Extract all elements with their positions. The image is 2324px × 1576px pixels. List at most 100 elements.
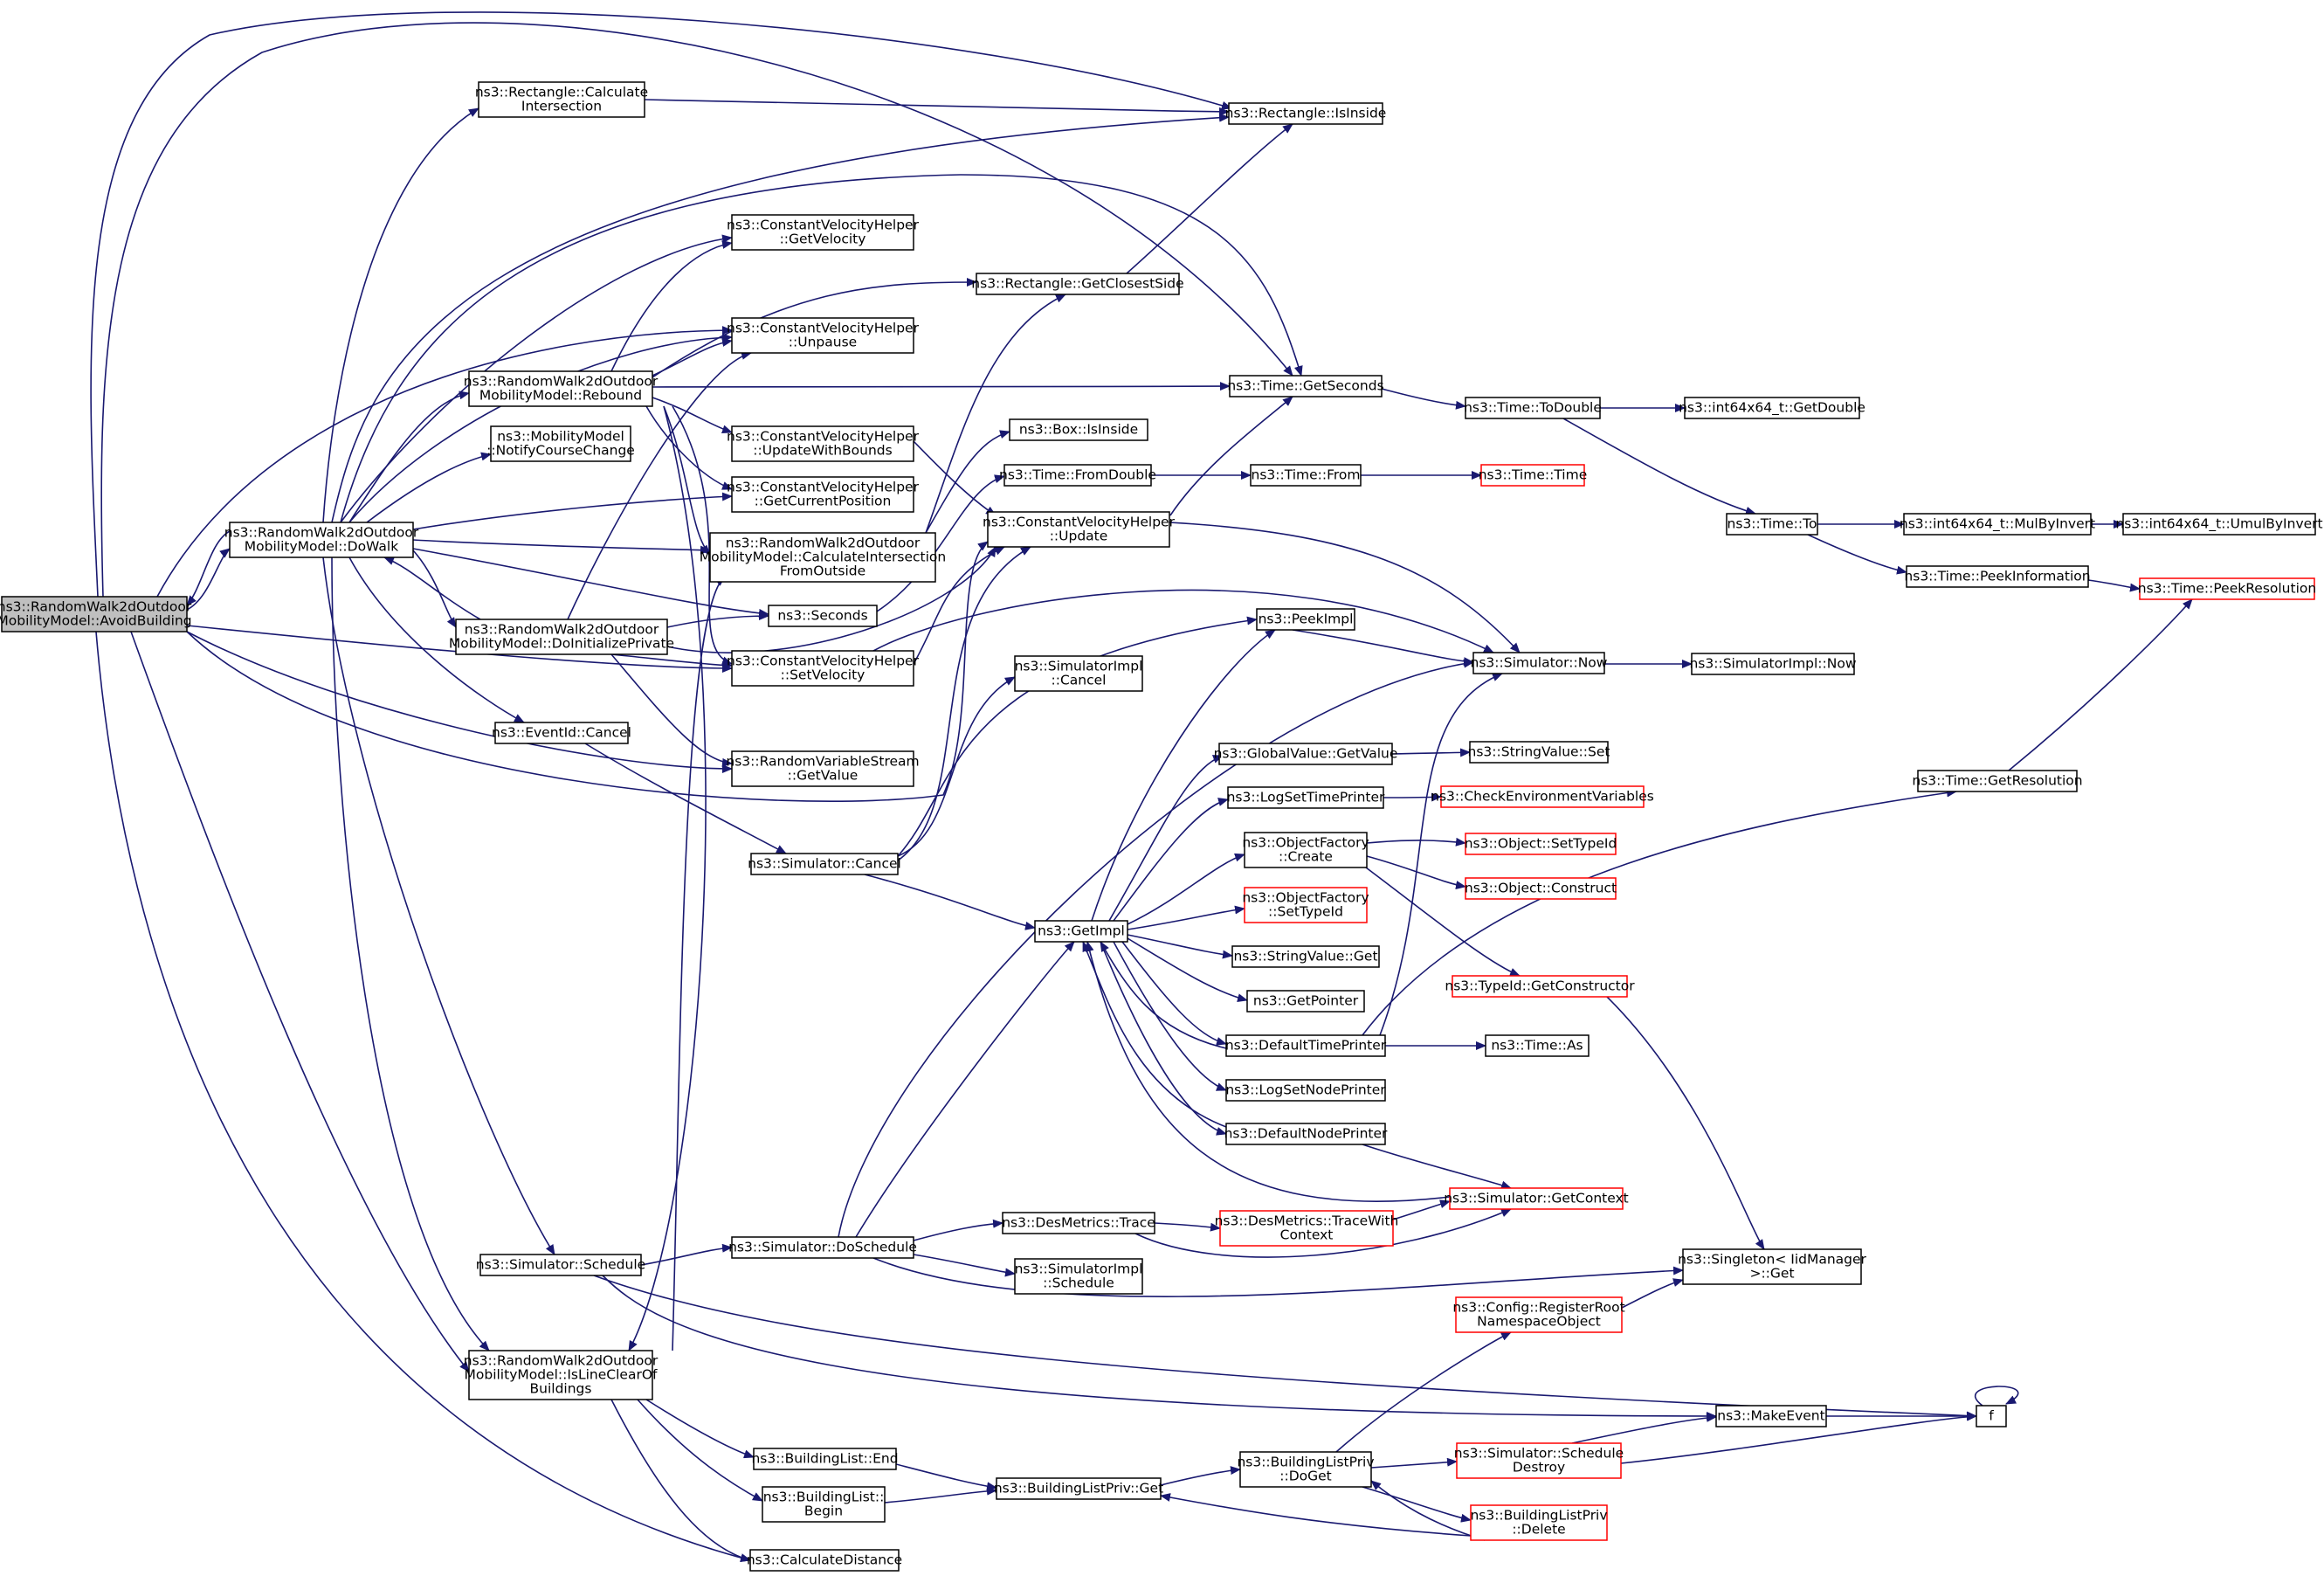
node-gv-getval[interactable]: ns3::GlobalValue::GetValue [1214,743,1398,765]
edge-schedule-to-f [593,1275,1977,1420]
edge-avoid-to-rvs_getval [186,631,733,773]
node-t-as[interactable]: ns3::Time::As [1485,1034,1590,1057]
node-label-line: ns3::Simulator::Schedule [476,1257,645,1273]
node-box [1480,464,1585,487]
node-t-getres[interactable]: ns3::Time::GetResolution [1912,770,2083,792]
edge-getimpl-to-defnodeprinter [1100,941,1227,1136]
node-cvh-setvel[interactable]: ns3::ConstantVelocityHelper::SetVelocity [727,650,920,687]
edge-doschedule-to-sim_now [838,659,1474,1238]
node-cvh-update[interactable]: ns3::ConstantVelocityHelper::Update [983,511,1176,548]
node-t-getsec[interactable]: ns3::Time::GetSeconds [1227,375,1384,397]
node-int-mulbyinv[interactable]: ns3::int64x64_t::MulByInvert [1900,513,2095,536]
node-t-time[interactable]: ns3::Time::Time [1479,464,1588,487]
node-rect-inside[interactable]: ns3::Rectangle::IsInside [1225,102,1387,125]
node-sim-now[interactable]: ns3::Simulator::Now [1471,652,1608,674]
node-label-line: ns3::Time::From [1252,467,1361,483]
node-singleton-get[interactable]: ns3::Singleton< IidManager >::Get [1678,1248,1867,1285]
node-peekimpl[interactable]: ns3::PeekImpl [1256,608,1355,631]
node-doinit[interactable]: ns3::RandomWalk2dOutdoorMobilityModel::D… [449,619,674,655]
node-label-line: ::DoGet [1279,1469,1332,1484]
node-objfac-settype[interactable]: ns3::ObjectFactory::SetTypeId [1242,887,1369,923]
node-rect-calc[interactable]: ns3::Rectangle::CalculateIntersection [475,81,648,118]
node-label-line: ns3::ConstantVelocityHelper [727,429,920,445]
node-f[interactable]: f [1976,1405,2007,1427]
node-calcdist[interactable]: ns3::CalculateDistance [747,1549,902,1572]
node-logsettime[interactable]: ns3::LogSetTimePrinter [1227,786,1385,809]
node-blp-doget[interactable]: ns3::BuildingListPriv::DoGet [1237,1451,1375,1488]
node-getpointer[interactable]: ns3::GetPointer [1246,990,1365,1013]
node-box-inside[interactable]: ns3::Box::IsInside [1009,418,1148,441]
node-cvh-unpause[interactable]: ns3::ConstantVelocityHelper::Unpause [727,317,920,354]
node-simimpl-sched[interactable]: ns3::SimulatorImpl::Schedule [1014,1258,1143,1295]
node-sim-cancel[interactable]: ns3::Simulator::Cancel [748,853,901,875]
node-doschedule[interactable]: ns3::Simulator::DoSchedule [728,1236,917,1259]
node-simimpl-now[interactable]: ns3::SimulatorImpl::Now [1689,653,1857,675]
node-t-todouble[interactable]: ns3::Time::ToDouble [1464,397,1602,419]
node-typeid-getctor[interactable]: ns3::TypeId::GetConstructor [1445,975,1635,998]
node-cvh-getpos[interactable]: ns3::ConstantVelocityHelper::GetCurrentP… [727,476,920,513]
edge-schedule-to-doschedule [640,1243,733,1266]
edge-blp_delete-to-blp_get [1160,1493,1472,1537]
edge-blp_doget-to-blp_delete [1362,1486,1472,1523]
edge-doschedule-to-des_trace [913,1219,1003,1241]
node-rebound[interactable]: ns3::RandomWalk2dOutdoorMobilityModel::R… [464,370,659,407]
node-sv-set[interactable]: ns3::StringValue::Set [1468,741,1610,764]
node-t-to[interactable]: ns3::Time::To [1726,513,1818,536]
node-calcinter[interactable]: ns3::RandomWalk2dOutdoorMobilityModel::C… [700,532,946,583]
node-notify[interactable]: ns3::MobilityModel::NotifyCourseChange [486,425,635,462]
edge-des_tracewith-to-sim_getctx [1392,1199,1451,1220]
node-deftimeprinter[interactable]: ns3::DefaultTimePrinter [1225,1034,1387,1057]
node-simimpl-cancel[interactable]: ns3::SimulatorImpl::Cancel [1014,655,1143,692]
node-makeevent[interactable]: ns3::MakeEvent [1715,1405,1827,1427]
node-getimpl[interactable]: ns3::GetImpl [1034,920,1128,943]
node-dowalk[interactable]: ns3::RandomWalk2dOutdoorMobilityModel::D… [224,522,419,558]
node-t-peekinfo[interactable]: ns3::Time::PeekInformation [1904,565,2091,588]
node-islineclear[interactable]: ns3::RandomWalk2dOutdoorMobilityModel::I… [464,1350,659,1400]
node-seconds[interactable]: ns3::Seconds [768,605,878,627]
node-defnodeprinter[interactable]: ns3::DefaultNodePrinter [1224,1123,1388,1145]
node-obj-settype[interactable]: ns3::Object::SetTypeId [1465,833,1617,855]
node-rvs-getval[interactable]: ns3::RandomVariableStream::GetValue [726,750,920,787]
node-label-line: ::Create [1279,849,1333,865]
node-label-line: ::UpdateWithBounds [753,443,892,459]
edge-objfac_create-to-obj_settype [1366,837,1466,847]
node-t-from[interactable]: ns3::Time::From [1250,464,1362,487]
node-label-line: ::GetValue [788,768,859,784]
node-objfac-create[interactable]: ns3::ObjectFactory::Create [1242,832,1369,868]
node-sim-getctx[interactable]: ns3::Simulator::GetContext [1444,1187,1629,1210]
node-bl-end[interactable]: ns3::BuildingList::End [751,1448,899,1470]
node-int-umulbyinv[interactable]: ns3::int64x64_t::UmulByInvert [2115,513,2323,536]
node-box [1469,741,1609,764]
node-bl-begin[interactable]: ns3::BuildingList::Begin [762,1486,886,1523]
node-des-trace[interactable]: ns3::DesMetrics::Trace [1002,1212,1155,1234]
node-schedule[interactable]: ns3::Simulator::Schedule [476,1254,645,1276]
node-label-line: ns3::GetPointer [1253,993,1359,1009]
node-label-line: ::Schedule [1043,1275,1114,1291]
node-box [731,750,914,787]
node-checkenv[interactable]: ns3::CheckEnvironmentVariables [1431,785,1654,808]
node-box [1455,1296,1623,1333]
node-sv-get[interactable]: ns3::StringValue::Get [1231,945,1380,968]
node-int-getdouble[interactable]: ns3::int64x64_t::GetDouble [1679,397,1865,419]
node-avoid[interactable]: ns3::RandomWalk2dOutdoorMobilityModel::A… [0,596,192,632]
node-box [1014,1258,1143,1295]
node-box [479,1254,642,1276]
node-logsetnode[interactable]: ns3::LogSetNodePrinter [1225,1079,1386,1102]
node-cvh-getvel[interactable]: ns3::ConstantVelocityHelper::GetVelocity [727,214,920,251]
node-blp-get[interactable]: ns3::BuildingListPriv::Get [994,1477,1163,1500]
node-obj-construct[interactable]: ns3::Object::Construct [1465,877,1617,900]
node-t-fromdouble[interactable]: ns3::Time::FromDouble [999,464,1156,487]
node-blp-delete[interactable]: ns3::BuildingListPriv::Delete [1470,1504,1608,1541]
node-rect-closest[interactable]: ns3::Rectangle::GetClosestSide [971,273,1184,295]
node-label-line: MobilityModel::CalculateIntersection [700,550,946,565]
edge-avoid-to-cvh_update [186,541,989,802]
node-evcancel[interactable]: ns3::EventId::Cancel [492,722,631,744]
node-cvh-updbounds[interactable]: ns3::ConstantVelocityHelper::UpdateWithB… [727,425,920,462]
node-label-line: ns3::Singleton< IidManager [1678,1252,1866,1268]
edge-doinit-to-seconds [666,612,769,628]
node-t-peekres[interactable]: ns3::Time::PeekResolution [2138,577,2316,600]
